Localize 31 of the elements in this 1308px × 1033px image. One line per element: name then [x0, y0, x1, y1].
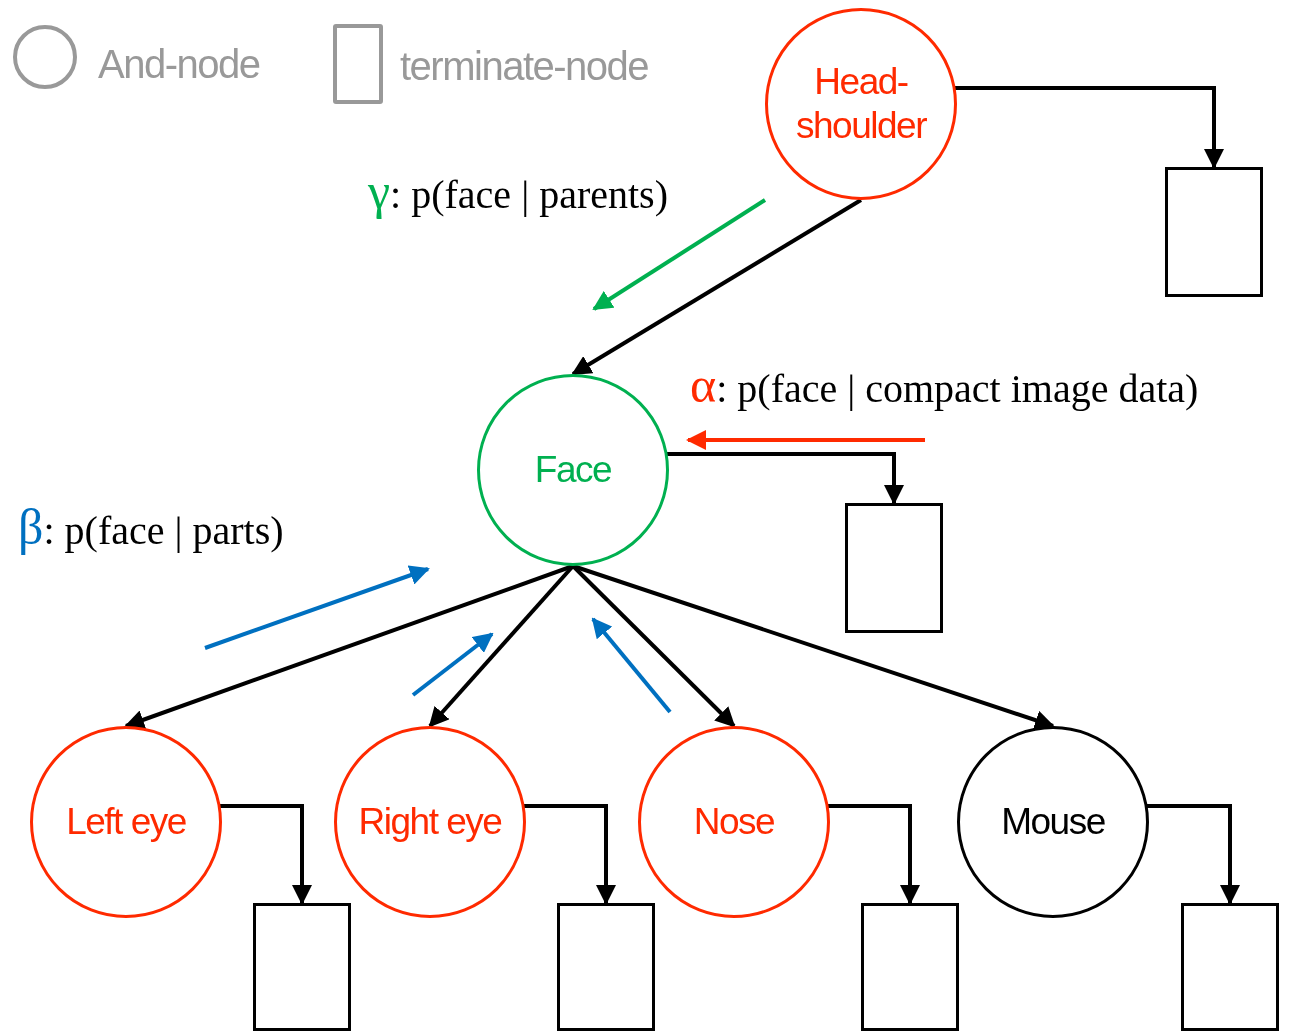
and-node-circle: [765, 8, 957, 200]
terminate-node-box: [1181, 903, 1279, 1031]
connector-arrow: [954, 86, 1224, 169]
probability-label: γ: p(face | parents): [368, 162, 668, 220]
terminate-node-box: [861, 903, 959, 1031]
node-label: Left eye: [66, 799, 186, 844]
node-label: Head- shoulder: [795, 59, 928, 148]
connector-arrow: [572, 564, 1055, 730]
terminate-node-box: [253, 903, 351, 1031]
connector-arrow: [827, 804, 920, 905]
and-node-circle: [334, 726, 526, 918]
connector-arrow: [571, 198, 863, 376]
connector-arrow: [1146, 804, 1240, 905]
and-node-circle: [477, 374, 669, 566]
connector-arrow: [219, 804, 312, 905]
node-label: Right eye: [358, 799, 502, 844]
probability-label: β: p(face | parts): [18, 498, 284, 556]
connector-arrow: [666, 452, 904, 505]
probability-label: α: p(face | compact image data): [690, 356, 1199, 414]
legend-text: And-node: [98, 42, 260, 87]
legend-text: terminate-node: [400, 44, 649, 89]
node-label: Face: [534, 447, 612, 492]
terminate-node-box: [557, 903, 655, 1031]
and-node-circle: [957, 726, 1149, 918]
connector-arrow: [523, 804, 616, 905]
and-node-circle: [30, 726, 222, 918]
node-label: Nose: [693, 799, 775, 844]
and-node-circle: [638, 726, 830, 918]
terminate-node-box: [845, 503, 943, 633]
terminate-node-box: [1165, 167, 1263, 297]
node-label: Mouse: [1001, 799, 1105, 844]
